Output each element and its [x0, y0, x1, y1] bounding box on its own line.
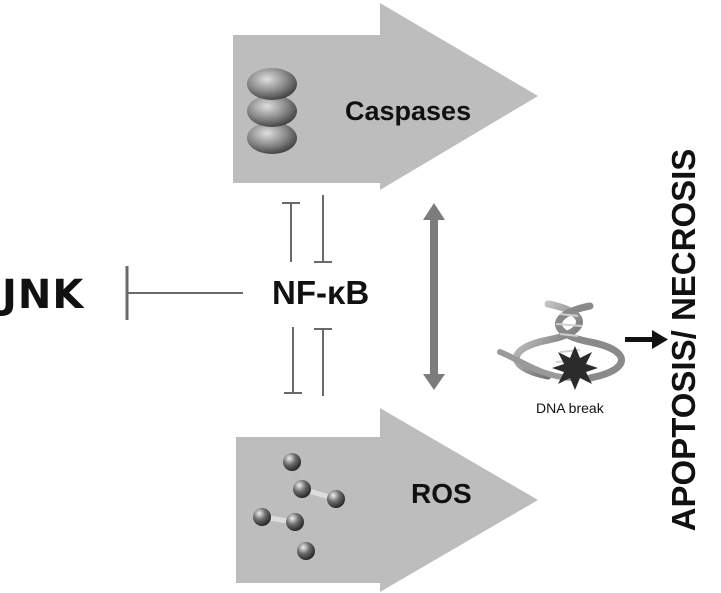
dna-break-label: DNA break: [536, 400, 604, 416]
nfkb-jnk-inhibition: [125, 266, 243, 320]
jnk-label: JNK: [2, 272, 85, 318]
caspases-label: Caspases: [345, 96, 472, 126]
molecule-icon: [253, 453, 345, 560]
caspase-nfkb-inhibition: [282, 195, 332, 263]
nfkb-label: NF-κB: [272, 274, 370, 311]
outcome-label: APOPTOSIS/ NECROSIS: [665, 148, 702, 532]
double-arrow: [423, 203, 445, 390]
dna-helix-icon: [497, 300, 625, 390]
ros-arrow: [236, 408, 538, 592]
dna-break-icon: [552, 346, 598, 390]
outcome-arrow: [625, 330, 668, 349]
ros-label: ROS: [411, 478, 472, 509]
ros-nfkb-inhibition: [284, 327, 332, 396]
caspases-arrow: [233, 3, 538, 190]
stacked-disc-icon: [247, 68, 297, 154]
